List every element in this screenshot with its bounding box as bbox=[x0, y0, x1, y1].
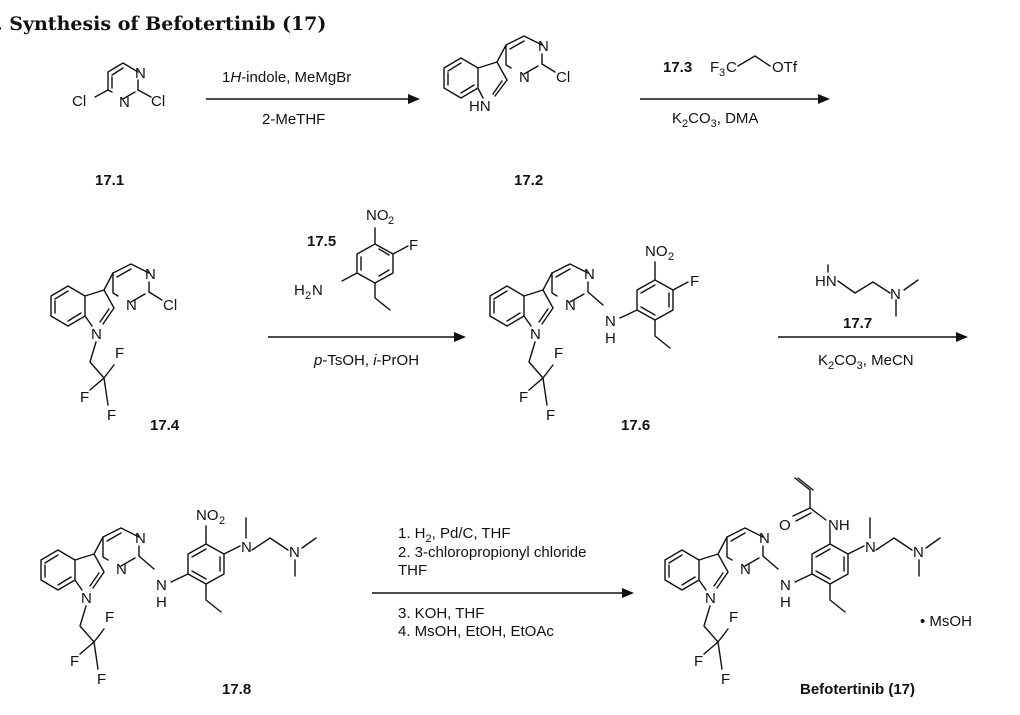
svg-text:HN: HN bbox=[469, 98, 491, 115]
svg-text:3: 3 bbox=[719, 67, 725, 79]
svg-text:N: N bbox=[890, 286, 901, 303]
reagent-label-17-7: 17.7 bbox=[843, 315, 872, 332]
svg-text:H: H bbox=[156, 594, 167, 611]
svg-text:N: N bbox=[519, 69, 530, 86]
svg-text:N: N bbox=[81, 590, 92, 607]
svg-text:N: N bbox=[865, 539, 876, 556]
arrow-step-3 bbox=[268, 332, 466, 342]
svg-text:C: C bbox=[726, 59, 737, 76]
svg-text:N: N bbox=[705, 590, 716, 607]
structure-17-8: N N N H NO 2 N N N F F F bbox=[40, 507, 317, 688]
svg-text:N: N bbox=[584, 266, 595, 283]
svg-text:NH: NH bbox=[828, 517, 850, 534]
step2-conditions-bottom: K2CO3, DMA bbox=[672, 110, 758, 130]
svg-text:F: F bbox=[70, 653, 79, 670]
svg-text:NO: NO bbox=[366, 207, 389, 224]
svg-text:F: F bbox=[729, 609, 738, 626]
compound-label-17-8: 17.8 bbox=[222, 681, 251, 698]
compound-label-17-4: 17.4 bbox=[150, 417, 180, 434]
svg-text:N: N bbox=[780, 577, 791, 594]
svg-text:N: N bbox=[605, 313, 616, 330]
svg-text:N: N bbox=[538, 38, 549, 55]
reagent-label-17-5: 17.5 bbox=[307, 233, 336, 250]
svg-text:N: N bbox=[241, 539, 252, 556]
svg-text:F: F bbox=[710, 59, 719, 76]
step5-line5: 4. MsOH, EtOH, EtOAc bbox=[398, 623, 554, 640]
step3-conditions-bottom: p-TsOH, i-PrOH bbox=[313, 352, 419, 369]
svg-text:N: N bbox=[565, 297, 576, 314]
arrow-step-1 bbox=[206, 94, 420, 104]
svg-text:F: F bbox=[105, 609, 114, 626]
svg-text:2: 2 bbox=[305, 290, 311, 302]
svg-text:N: N bbox=[119, 94, 130, 111]
svg-text:NO: NO bbox=[645, 243, 668, 260]
reagent-17-7-structure: HN N bbox=[815, 264, 919, 317]
step5-line3: THF bbox=[398, 562, 427, 579]
compound-label-17-6: 17.6 bbox=[621, 417, 650, 434]
svg-text:F: F bbox=[519, 389, 528, 406]
svg-text:N: N bbox=[135, 65, 146, 82]
svg-text:HN: HN bbox=[815, 273, 837, 290]
svg-text:Cl: Cl bbox=[556, 69, 570, 86]
step4-conditions-bottom: K2CO3, MeCN bbox=[818, 352, 914, 372]
compound-label-befotertinib: Befotertinib (17) bbox=[800, 681, 915, 698]
structure-17-6: N N N H NO 2 F N F F F bbox=[489, 243, 699, 424]
svg-text:N: N bbox=[289, 544, 300, 561]
svg-text:Cl: Cl bbox=[72, 93, 86, 110]
svg-text:F: F bbox=[721, 671, 730, 688]
svg-text:H: H bbox=[605, 330, 616, 347]
svg-text:N: N bbox=[530, 326, 541, 343]
structure-17-4: N N Cl N F F F bbox=[50, 263, 177, 424]
structure-befotertinib: N N N H NH O N N N F F F bbox=[664, 477, 941, 688]
scheme-title: . Synthesis of Befotertinib (17) bbox=[0, 13, 326, 35]
svg-text:N: N bbox=[135, 530, 146, 547]
svg-text:F: F bbox=[80, 389, 89, 406]
svg-text:F: F bbox=[554, 345, 563, 362]
arrow-step-5 bbox=[372, 588, 634, 598]
svg-text:F: F bbox=[115, 345, 124, 362]
svg-text:H: H bbox=[294, 282, 305, 299]
svg-text:N: N bbox=[740, 561, 751, 578]
svg-text:Cl: Cl bbox=[163, 297, 177, 314]
svg-text:Cl: Cl bbox=[151, 93, 165, 110]
svg-text:N: N bbox=[312, 282, 323, 299]
svg-text:F: F bbox=[546, 407, 555, 424]
reagent-17-5-structure: NO 2 F H 2 N bbox=[294, 207, 418, 311]
reagent-17-3-structure: F 3 C OTf bbox=[710, 55, 798, 79]
svg-text:2: 2 bbox=[668, 251, 674, 263]
svg-text:H: H bbox=[780, 594, 791, 611]
svg-text:F: F bbox=[409, 237, 418, 254]
step1-conditions-top: 1H-indole, MeMgBr bbox=[222, 69, 351, 86]
step5-line1: 1. H2, Pd/C, THF bbox=[398, 525, 511, 545]
step5-line2: 2. 3-chloropropionyl chloride bbox=[398, 544, 586, 561]
svg-text:F: F bbox=[690, 273, 699, 290]
svg-text:N: N bbox=[759, 530, 770, 547]
svg-text:O: O bbox=[779, 517, 791, 534]
svg-text:2: 2 bbox=[219, 515, 225, 527]
svg-text:F: F bbox=[97, 671, 106, 688]
arrow-step-4 bbox=[778, 332, 968, 342]
compound-label-17-1: 17.1 bbox=[95, 172, 124, 189]
structure-17-2: N N HN Cl bbox=[443, 35, 570, 115]
svg-text:F: F bbox=[694, 653, 703, 670]
step1-conditions-bottom: 2-MeTHF bbox=[262, 111, 325, 128]
svg-text:2: 2 bbox=[388, 215, 394, 227]
compound-label-17-2: 17.2 bbox=[514, 172, 543, 189]
salt-label: • MsOH bbox=[920, 613, 972, 630]
arrow-step-2 bbox=[640, 94, 830, 104]
svg-text:N: N bbox=[145, 266, 156, 283]
svg-text:N: N bbox=[156, 577, 167, 594]
svg-text:N: N bbox=[913, 544, 924, 561]
step2-conditions-top: 17.3 bbox=[663, 59, 692, 76]
step5-line4: 3. KOH, THF bbox=[398, 605, 484, 622]
svg-text:N: N bbox=[126, 297, 137, 314]
svg-text:N: N bbox=[91, 326, 102, 343]
structure-17-1: N N Cl Cl bbox=[72, 62, 165, 111]
svg-text:OTf: OTf bbox=[772, 59, 798, 76]
svg-text:N: N bbox=[116, 561, 127, 578]
svg-text:F: F bbox=[107, 407, 116, 424]
svg-text:NO: NO bbox=[196, 507, 219, 524]
